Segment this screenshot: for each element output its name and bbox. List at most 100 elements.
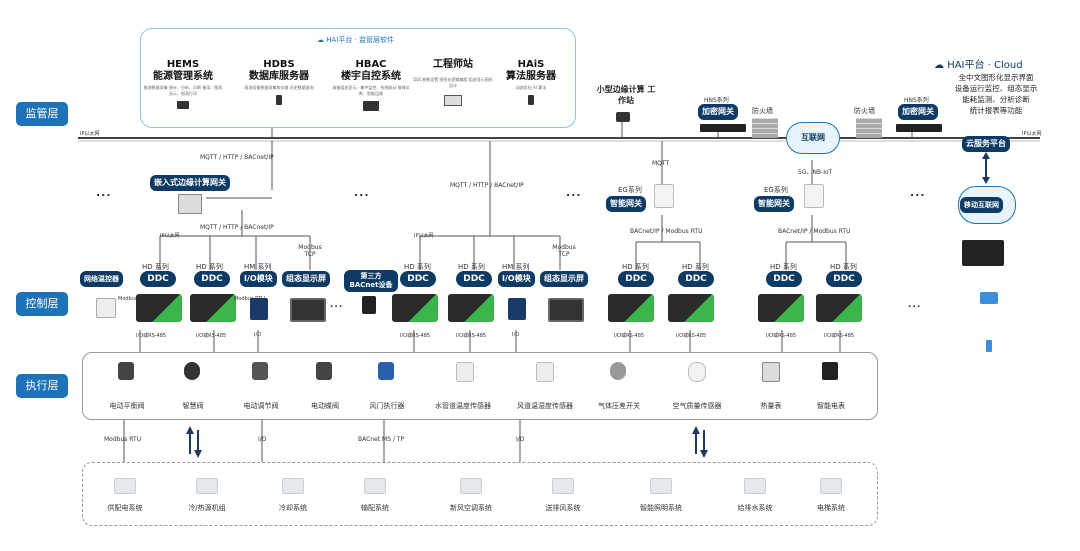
device-label: 风门执行器 [369, 402, 405, 410]
pump-icon [364, 478, 386, 494]
network-thermostat-label: 网络温控器 [80, 271, 123, 287]
protocol-label: MQTT / HTTP / BACnet/IP [200, 224, 274, 231]
device-label: 气体压差开关 [598, 402, 640, 410]
butterfly-valve-icon [316, 362, 332, 380]
firewall2-label: 防火墙 [854, 107, 875, 115]
monitor-icon [177, 101, 189, 109]
subsystem-label: 送排风系统 [545, 504, 581, 512]
third-party-bacnet-badge: 第三方 BACnet设备 [344, 270, 398, 292]
gateway-device-icon [700, 124, 746, 132]
io-module-icon [250, 298, 268, 320]
eg2-gateway: 智能网关 [754, 196, 794, 212]
ventilation-icon [552, 478, 574, 494]
device-label: 电动调节阀 [243, 402, 279, 410]
io-module-badge: I/O模块 [498, 271, 535, 287]
device-label: 水管道温度传感器 [435, 402, 491, 410]
ellipsis: ... [96, 186, 112, 199]
device-label: 热量表 [760, 402, 782, 410]
control-valve-icon [252, 362, 268, 380]
hd-series-label: HD 系列 [682, 263, 709, 271]
system-hais: HAiS 算法服务器 动态优化 AI 算法 [491, 59, 571, 105]
thermostat-icon [96, 298, 116, 318]
io-module-icon [508, 298, 526, 320]
ddc-badge: DDC [618, 271, 654, 287]
laptop-icon [444, 95, 462, 106]
protocol-label: I/O [516, 436, 525, 443]
air-quality-sensor-icon [688, 362, 706, 382]
ddc-controller-icon [608, 294, 654, 322]
subsystem-label: 新风空调系统 [450, 504, 492, 512]
modbus-tcp-label: Modbus TCP [552, 244, 576, 258]
server-icon [528, 95, 534, 105]
firewall-icon [752, 118, 778, 138]
modbus-rtu-label: Modbus RTU [118, 296, 149, 302]
io-rs485-label: I/O或RS-485 [676, 333, 707, 339]
ellipsis: ... [330, 300, 344, 310]
edge-gateway-device-icon [178, 194, 202, 214]
chiller-icon [196, 478, 218, 494]
device-label: 风道温湿度传感器 [517, 402, 573, 410]
mqtt-label: MQTT [652, 160, 670, 167]
hns2-series: HNS系列 [904, 97, 929, 104]
edge-station-label: 小型边缘计算 工作站 [596, 85, 656, 105]
eg1-series: EG系列 [618, 186, 642, 194]
subsystem-label: 智能照明系统 [640, 504, 682, 512]
io-rs485-label: I/O或RS-485 [196, 333, 227, 339]
hd-series-label: HD 系列 [622, 263, 649, 271]
io-label: I/O [254, 332, 262, 338]
edge-station-icon [616, 112, 630, 122]
hd-series-label: HD 系列 [770, 263, 797, 271]
system-hdbs: HDBS 数据库服务器 现场设备数据采集和存储 历史数据查询 [239, 59, 319, 105]
duct-temp-humidity-sensor-icon [536, 362, 554, 382]
hm-series-label: HM 系列 [502, 263, 530, 271]
ip-ethernet-label: IP以太网 [414, 233, 434, 239]
ip-ethernet-label-right: IP以太网 [1022, 131, 1042, 137]
damper-actuator-icon [378, 362, 394, 380]
config-screen-badge: 组态显示屏 [282, 271, 330, 287]
device-label: 电动蝶阀 [311, 402, 339, 410]
eg2-series: EG系列 [764, 186, 788, 194]
subsystem-label: 供配电系统 [107, 504, 143, 512]
protocol-label: I/O [258, 436, 267, 443]
ddc-controller-icon [392, 294, 438, 322]
protocol-label: BACnet/IP / Modbus RTU [630, 228, 703, 235]
balance-valve-icon [118, 362, 134, 380]
layer-supervisory: 监管层 [16, 102, 68, 126]
server-icon [276, 95, 282, 105]
io-module-badge: I/O模块 [240, 271, 277, 287]
lighting-icon [650, 478, 672, 494]
hns2-gateway: 加密网关 [898, 104, 938, 120]
ddc-badge: DDC [400, 271, 436, 287]
subsystem-label: 给排水系统 [737, 504, 773, 512]
device-label: 智慧阀 [182, 402, 204, 410]
hns1-series: HNS系列 [704, 97, 729, 104]
ellipsis: ... [910, 186, 926, 199]
gateway-device-icon [896, 124, 942, 132]
ddc-controller-icon [136, 294, 182, 322]
device-label: 电动平衡阀 [109, 402, 145, 410]
laptop-icon [962, 240, 1004, 266]
ddc-badge: DDC [766, 271, 802, 287]
ddc-controller-icon [816, 294, 862, 322]
layer-control: 控制层 [16, 292, 68, 316]
ddc-badge: DDC [140, 271, 176, 287]
modbus-rtu-label: Modbus RTU [234, 296, 265, 302]
5g-label: 5G、NB-IoT [798, 169, 833, 176]
device-label: 智能电表 [817, 402, 845, 410]
hns1-gateway: 加密网关 [698, 104, 738, 120]
io-rs485-label: I/O或RS-485 [824, 333, 855, 339]
mobile-internet-label: 移动互联网 [960, 197, 1003, 213]
hd-series-label: HD 系列 [458, 263, 485, 271]
ip-ethernet-label: IP以太网 [80, 131, 100, 137]
io-rs485-label: I/O或RS-485 [136, 333, 167, 339]
subsystem-label: 电梯系统 [817, 504, 845, 512]
display-screen-icon [548, 298, 584, 322]
bidirectional-arrow-icon [186, 426, 202, 458]
gateway-device-icon [804, 184, 824, 208]
system-engineer-station: 工程师站 DDC参数设置 图形化逻辑编程 组态显示图形设计 [413, 59, 493, 106]
config-screen-badge: 组态显示屏 [540, 271, 588, 287]
ddc-controller-icon [190, 294, 236, 322]
subsystem-label: 冷/热源机组 [188, 504, 226, 512]
hd-series-label: HD 系列 [404, 263, 431, 271]
